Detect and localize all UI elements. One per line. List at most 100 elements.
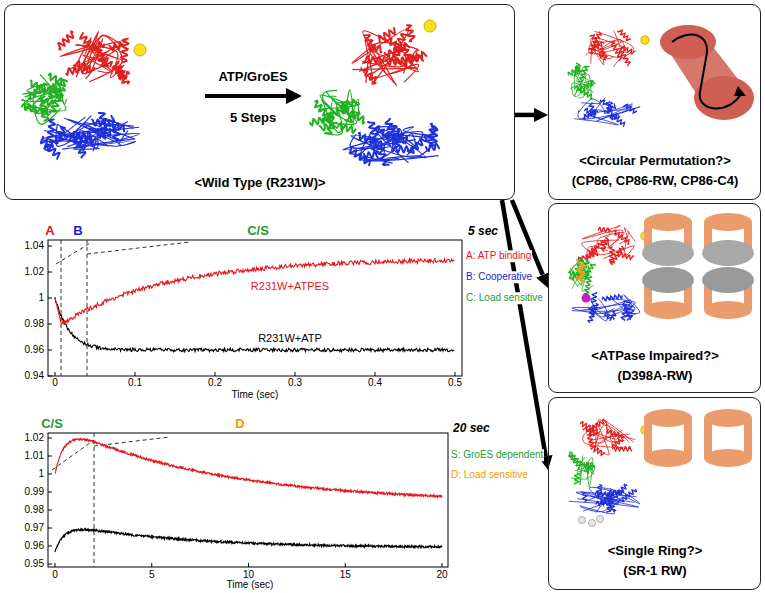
mutation-site <box>582 294 591 303</box>
protein-coil <box>363 31 404 73</box>
protein-structure <box>569 419 649 526</box>
equatorial-ring <box>642 267 694 293</box>
trace-black <box>55 297 454 352</box>
equatorial-ring <box>702 267 754 293</box>
legend-text: D: Load sensitive <box>450 469 529 481</box>
panel-box: <ATPase Impaired?>(D398A-RW) <box>548 203 761 393</box>
axis-tick-label: 0.3 <box>287 377 303 389</box>
axis-tick <box>48 528 52 529</box>
protein-coil <box>370 52 418 86</box>
axis-tick <box>48 438 52 439</box>
axis-tick-label: 1.04 <box>24 240 45 252</box>
axis-tick <box>48 246 52 247</box>
protein-coil <box>574 114 619 125</box>
axis-tick-label: 1 <box>37 468 45 480</box>
protein-coil <box>73 139 135 149</box>
legend-text: C: Load sensitive <box>465 292 544 304</box>
single-ring-icon <box>644 409 752 467</box>
apical-ring <box>704 301 752 319</box>
panel-subtitle: (CP86, CP86-RW, CP86-C4) <box>572 174 739 189</box>
protein-coil <box>591 300 631 311</box>
axis-tick-label: 1.01 <box>24 450 45 462</box>
protein-coil <box>603 231 634 259</box>
protein-coil <box>62 131 135 150</box>
protein-structure <box>310 20 439 165</box>
equatorial-ring <box>642 240 694 266</box>
protein-coil <box>594 425 630 452</box>
panel-title: <ATPase Impaired?> <box>591 349 719 364</box>
protein-coil <box>586 52 614 59</box>
trace-red <box>55 259 454 324</box>
arrow-label: ATP/GroES <box>218 70 287 85</box>
phase-divider <box>61 240 62 376</box>
protein-coil <box>99 45 123 62</box>
axis-tick-label: 0.96 <box>24 344 45 356</box>
protein-coil <box>597 423 623 455</box>
protein-coil <box>598 107 640 120</box>
axis-tick-label: 0.96 <box>24 540 45 552</box>
protein-coil <box>350 134 390 148</box>
phase-divider <box>87 242 190 254</box>
protein-structure <box>568 30 649 126</box>
axis-tick-label: 0 <box>51 377 59 389</box>
substrate-sphere <box>641 36 649 44</box>
chain-path <box>672 35 742 109</box>
axis-tick <box>215 372 216 376</box>
protein-coil <box>572 297 623 311</box>
protein-coil <box>589 103 605 117</box>
axis-tick <box>455 372 456 376</box>
axis-tick <box>151 563 152 567</box>
mutation-helix <box>578 262 584 282</box>
chain-arrow <box>734 86 746 96</box>
axis-tick-label: 0 <box>51 569 59 581</box>
axis-tick-label: 0.98 <box>24 504 45 516</box>
apical-ring <box>704 409 752 427</box>
axis-tick <box>48 456 52 457</box>
panel-subtitle: (SR-1 RW) <box>623 564 686 579</box>
protein-helix <box>607 102 612 113</box>
axis-tick <box>345 563 346 567</box>
protein-helix <box>427 124 436 145</box>
axis-tick-label: 0.4 <box>367 377 383 389</box>
axis-tick-label: 1.02 <box>24 266 45 278</box>
protein-coil <box>361 128 399 160</box>
axis-tick-label: 0.2 <box>207 377 223 389</box>
mutation-site <box>589 520 596 527</box>
protein-coil <box>589 41 626 57</box>
trace-red <box>55 439 442 498</box>
protein-coil <box>365 37 395 83</box>
axis-tick <box>48 492 52 493</box>
axis-tick <box>48 546 52 547</box>
substrate-sphere <box>134 44 146 56</box>
protein-coil <box>596 105 631 122</box>
panel-title: <Wild Type (R231W)> <box>194 176 325 191</box>
phase-letter: C/S <box>246 224 270 239</box>
panel-title: <Single Ring?> <box>608 544 703 559</box>
protein-coil <box>22 99 45 113</box>
protein-coil <box>56 124 76 147</box>
apical-ring <box>704 213 752 231</box>
flow-arrow <box>502 200 546 456</box>
trace-black <box>55 529 442 552</box>
phase-letter: B <box>72 224 83 239</box>
legend-text: S: GroES dependent <box>450 449 544 461</box>
curve-label: R231W+ATPES <box>250 280 330 293</box>
protein-coil <box>577 260 593 291</box>
protein-coil <box>598 39 627 53</box>
permutation-icon <box>660 25 754 120</box>
protein-coil <box>76 36 122 82</box>
axis-tick-label: 0.1 <box>127 377 143 389</box>
protein-helix <box>618 30 631 40</box>
axis-tick <box>55 563 56 567</box>
protein-helix <box>592 293 597 303</box>
domain-shape <box>694 76 754 120</box>
apical-ring <box>644 213 692 231</box>
substrate-sphere <box>424 20 436 32</box>
plot-frame <box>48 433 448 567</box>
phase-letter: D <box>234 417 245 432</box>
kinetics-chart <box>48 240 462 376</box>
protein-coil <box>582 226 623 249</box>
axis-tick <box>48 272 52 273</box>
axis-tick-label: 1 <box>37 292 45 304</box>
